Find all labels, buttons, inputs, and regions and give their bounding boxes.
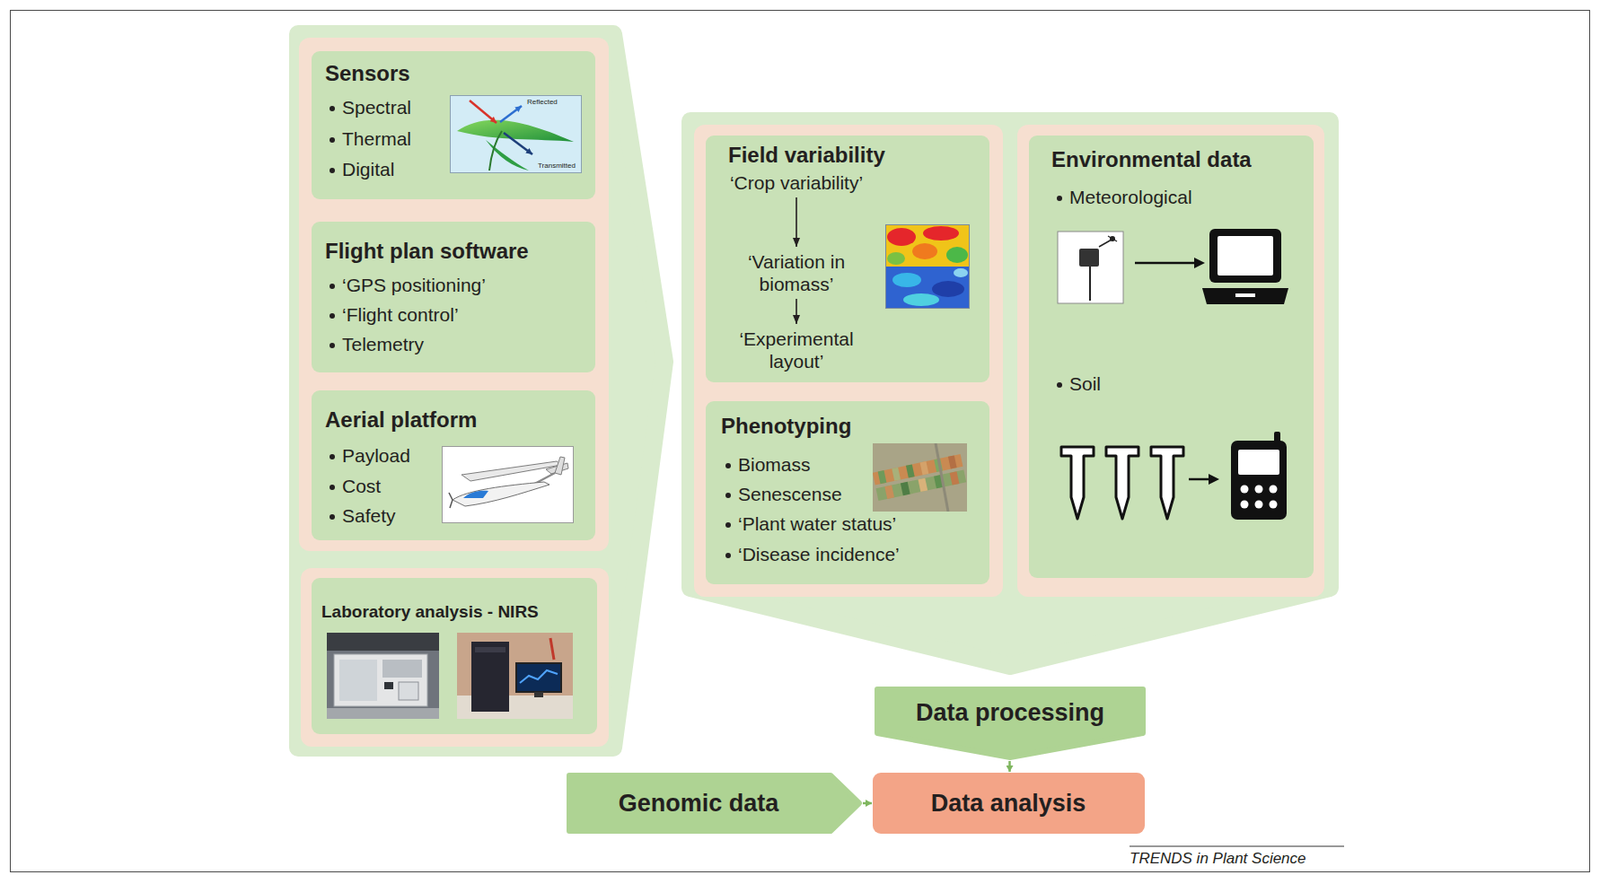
process-arrow-box: Data processing [874, 686, 1146, 761]
uav-group-frame [298, 37, 609, 552]
input-arrow-box: Genomic data [566, 773, 862, 835]
input-label: Genomic data [618, 789, 780, 818]
bullet-dot [329, 313, 335, 319]
box-heading: Environmental data [1051, 147, 1252, 174]
box-heading: Laboratory analysis - NIRS [321, 602, 539, 624]
phenotyping-box: PhenotypingBiomassSenescense ‘Plant water… [705, 401, 990, 585]
arrow-outline [569, 775, 860, 832]
bullet-dot [329, 514, 335, 520]
box-heading: Sensors [325, 61, 411, 88]
bullet-dot [725, 492, 731, 499]
bullet-item: Payload [342, 444, 411, 467]
field-variability-box: Field variability‘Crop variability’ ‘Vari… [705, 135, 990, 383]
bullet-item: Safety [342, 504, 396, 528]
flow-arrow [1008, 761, 1011, 773]
bullet-dot [1056, 382, 1063, 388]
box-heading: Field variability [728, 142, 886, 169]
bullet-item: Cost [342, 474, 381, 498]
light-path-label: Transmitted [537, 161, 576, 170]
flight-plan-box: Flight plan software ‘GPS positioning’ ‘Fl… [311, 221, 596, 373]
field-group-frame [694, 124, 1003, 598]
field-heatmap [885, 224, 970, 309]
bullet-dot [329, 342, 335, 349]
journal-rule [1129, 846, 1345, 848]
bullet-dot [725, 522, 731, 528]
result-label: Data analysis [931, 789, 1087, 818]
flow-step: ‘Crop variability’ [729, 171, 864, 194]
lab-group-frame [300, 568, 609, 748]
bullet-dot [725, 463, 731, 469]
journal-credit: TRENDS in Plant Science [1129, 850, 1307, 869]
leaf-light-illustration [449, 95, 582, 174]
nirs-instrument-photo [457, 632, 573, 720]
bullet-dot [329, 137, 335, 143]
bullet-item: ‘Flight control’ [342, 303, 459, 326]
bullet-item: Digital [342, 158, 395, 181]
bullet-item: Meteorological [1069, 185, 1193, 209]
flow-step-text: ‘Experimental layout’ [720, 327, 873, 373]
field-plots-photo [872, 443, 968, 512]
gas-analyser-photo [326, 632, 440, 720]
flow-step: ‘Experimental layout’ [720, 327, 873, 373]
bullet-dot [329, 283, 335, 290]
bullet-item: ‘Disease incidence’ [738, 543, 900, 566]
bullet-dot [329, 484, 335, 491]
process-label: Data processing [915, 698, 1105, 728]
result-box: Data analysis [872, 773, 1145, 835]
figure-frame [10, 10, 1591, 873]
flow-arrow [862, 802, 872, 806]
aerial-platform-box: Aerial platformPayloadCostSafety [311, 390, 596, 541]
uav-plane-illustration [441, 446, 574, 524]
bullet-item: ‘Plant water status’ [738, 512, 897, 536]
bullet-item: Senescense [738, 483, 843, 506]
laboratory-box: Laboratory analysis - NIRS [311, 578, 598, 735]
flow-step-text: ‘Crop variability’ [729, 171, 864, 194]
bullet-item: Spectral [342, 96, 412, 119]
bullet-dot [329, 105, 335, 112]
bullet-item: ‘GPS positioning’ [342, 273, 486, 297]
bullet-item: Telemetry [342, 333, 424, 356]
acquisition-panel [298, 34, 665, 748]
sensors-box: SensorsSpectralThermalDigital [311, 51, 596, 200]
box-heading: Flight plan software [325, 238, 529, 265]
bullet-item: Soil [1069, 372, 1101, 396]
bullet-dot [329, 454, 335, 460]
flow-step: ‘Variation in biomass’ [743, 250, 850, 296]
flow-step-text: ‘Variation in biomass’ [743, 250, 850, 296]
bullet-dot [725, 553, 731, 559]
environment-group-frame [1017, 124, 1325, 598]
arrow-outline [877, 689, 1143, 758]
box-heading: Aerial platform [325, 407, 477, 434]
bullet-item: Biomass [738, 453, 811, 476]
light-path-label: Reflected [527, 97, 558, 106]
bullet-dot [329, 167, 335, 174]
bullet-item: Thermal [342, 127, 412, 150]
bullet-dot [1056, 195, 1063, 202]
data-panel [690, 121, 1330, 667]
environmental-data-box: Environmental dataMeteorologicalSoil [1028, 135, 1314, 579]
box-heading: Phenotyping [720, 413, 852, 440]
